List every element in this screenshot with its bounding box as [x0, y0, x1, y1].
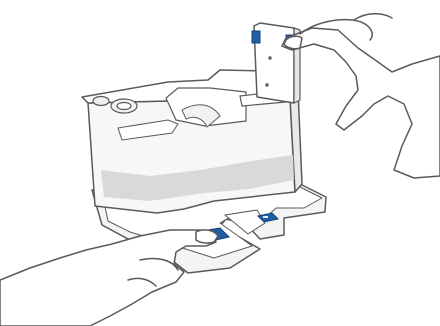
right-hand-upper	[282, 14, 440, 178]
left-hand-lower	[0, 230, 218, 326]
tab-latch-left[interactable]	[252, 31, 260, 43]
